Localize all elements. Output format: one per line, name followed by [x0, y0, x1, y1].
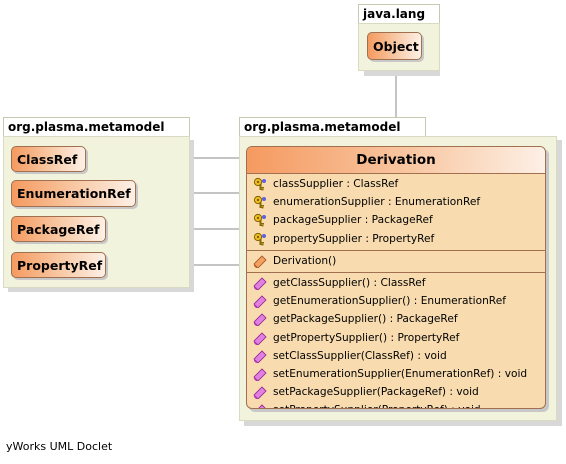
- method-label: getPropertySupplier() : PropertyRef: [273, 331, 460, 344]
- method-icon: [253, 331, 267, 345]
- key-field-icon: [253, 195, 267, 209]
- constructor-label: Derivation(): [273, 254, 337, 267]
- method-icon: [253, 294, 267, 309]
- method-row[interactable]: setEnumerationSupplier(EnumerationRef) :…: [247, 365, 545, 383]
- field-row[interactable]: packageSupplier : PackageRef: [247, 211, 545, 229]
- method-icon: [253, 312, 267, 327]
- class-derivation[interactable]: Derivation classSupplier : ClassRef enume…: [246, 146, 546, 409]
- method-row[interactable]: setPropertySupplier(PropertyRef) : void: [247, 401, 545, 408]
- method-icon: [253, 276, 267, 291]
- method-icon: [253, 385, 267, 400]
- method-icon: [253, 349, 267, 363]
- field-label: packageSupplier : PackageRef: [273, 214, 433, 227]
- method-row[interactable]: setClassSupplier(ClassRef) : void: [247, 347, 545, 365]
- method-row[interactable]: getPackageSupplier() : PackageRef: [247, 310, 545, 328]
- method-row[interactable]: getPropertySupplier() : PropertyRef: [247, 329, 545, 347]
- package-label: java.lang: [358, 4, 440, 24]
- field-label: enumerationSupplier : EnumerationRef: [273, 196, 481, 209]
- method-label: setPackageSupplier(PackageRef) : void: [273, 386, 479, 399]
- class-classref[interactable]: ClassRef: [11, 146, 86, 172]
- footer-credit: yWorks UML Doclet: [6, 440, 113, 453]
- methods-section: getClassSupplier() : ClassRef getEnumerat…: [247, 273, 545, 408]
- class-object[interactable]: Object: [367, 32, 422, 60]
- field-row[interactable]: classSupplier : ClassRef: [247, 175, 545, 193]
- method-icon: [253, 403, 267, 408]
- class-title: Derivation: [247, 147, 545, 174]
- class-enumerationref[interactable]: EnumerationRef: [11, 180, 136, 207]
- constructor-row[interactable]: Derivation(): [247, 252, 545, 270]
- method-label: getClassSupplier() : ClassRef: [273, 277, 426, 290]
- method-label: getPackageSupplier() : PackageRef: [273, 313, 458, 326]
- field-label: propertySupplier : PropertyRef: [273, 232, 435, 245]
- field-row[interactable]: enumerationSupplier : EnumerationRef: [247, 193, 545, 211]
- field-label: classSupplier : ClassRef: [273, 178, 399, 191]
- key-field-icon: [253, 232, 267, 246]
- method-row[interactable]: getEnumerationSupplier() : EnumerationRe…: [247, 292, 545, 310]
- method-row[interactable]: setPackageSupplier(PackageRef) : void: [247, 383, 545, 401]
- package-label: org.plasma.metamodel: [3, 117, 190, 137]
- fields-section: classSupplier : ClassRef enumerationSuppl…: [247, 174, 545, 251]
- field-row[interactable]: propertySupplier : PropertyRef: [247, 230, 545, 248]
- constructor-icon: [253, 254, 267, 268]
- key-field-icon: [253, 213, 267, 227]
- package-label: org.plasma.metamodel: [239, 117, 426, 137]
- method-row[interactable]: getClassSupplier() : ClassRef: [247, 274, 545, 292]
- key-field-icon: [253, 177, 267, 191]
- method-label: getEnumerationSupplier() : EnumerationRe…: [273, 295, 506, 308]
- class-propertyref[interactable]: PropertyRef: [11, 252, 106, 278]
- method-icon: [253, 367, 267, 381]
- class-packageref[interactable]: PackageRef: [11, 216, 106, 242]
- method-label: setPropertySupplier(PropertyRef) : void: [273, 404, 481, 408]
- constructors-section: Derivation(): [247, 251, 545, 273]
- method-label: setClassSupplier(ClassRef) : void: [273, 349, 447, 362]
- method-label: setEnumerationSupplier(EnumerationRef) :…: [273, 367, 528, 380]
